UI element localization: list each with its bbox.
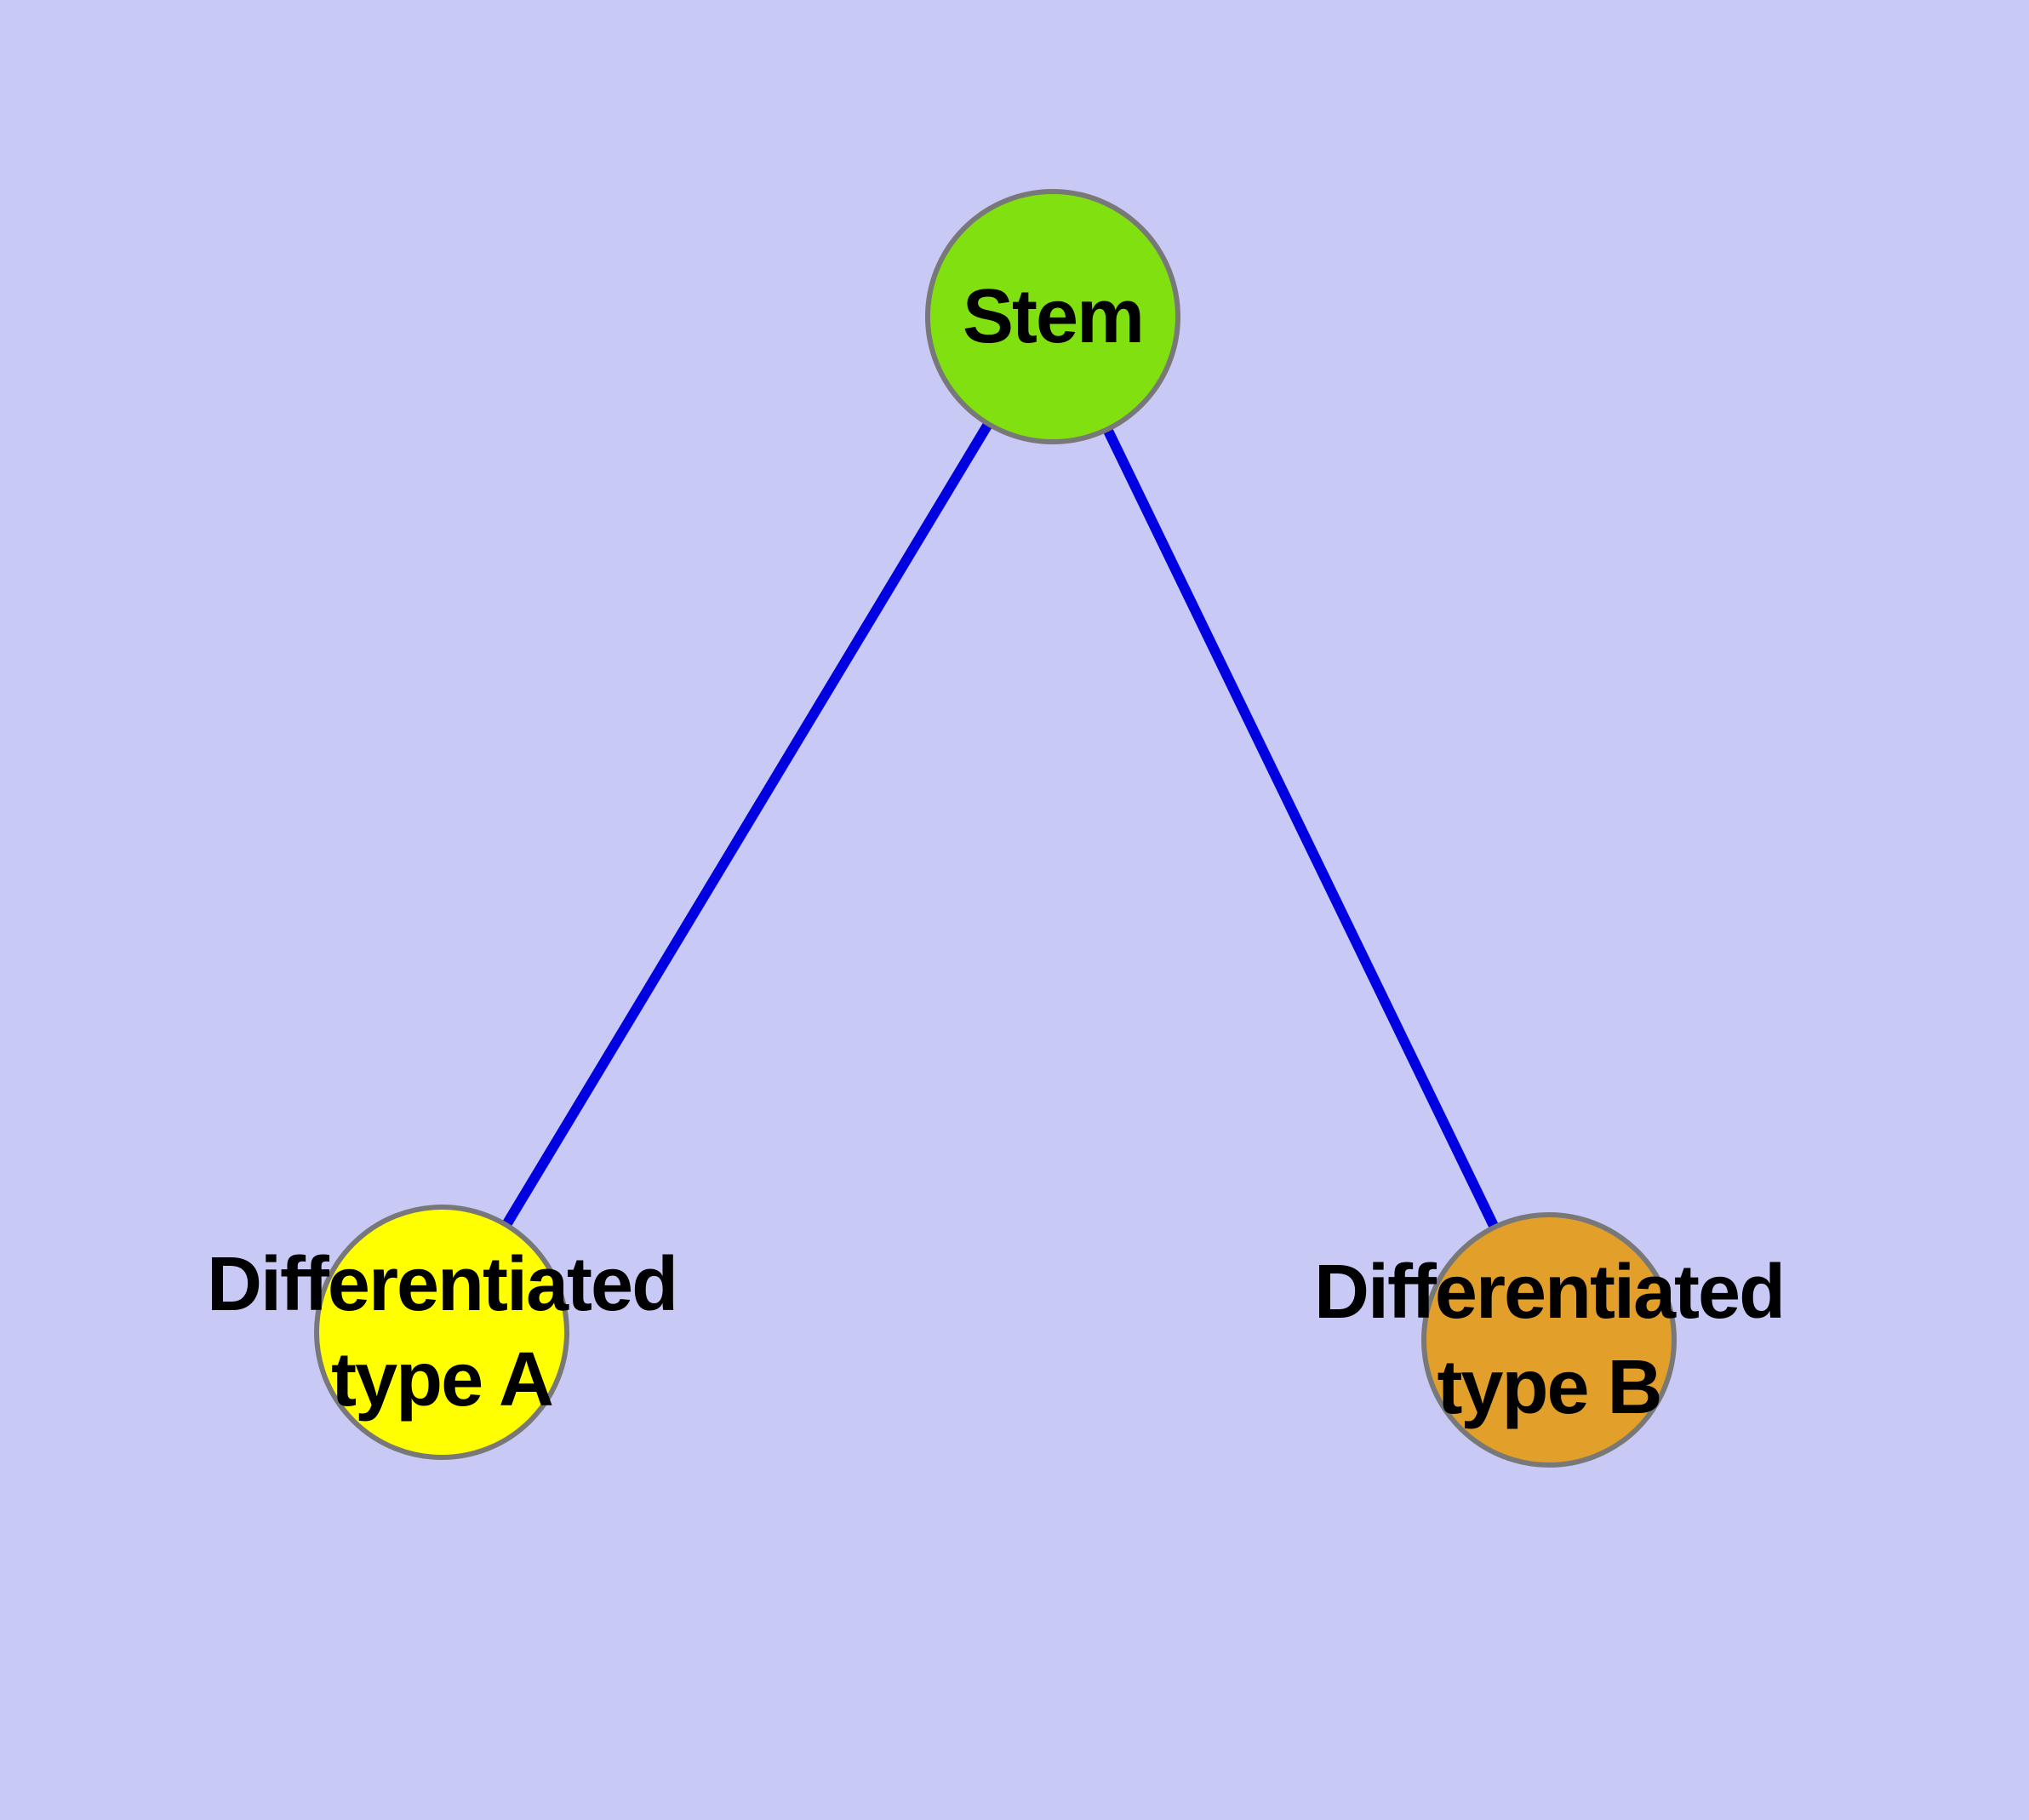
edge-stem-to-type-b[interactable] [1048,314,1554,1342]
edge-stem-to-type-a[interactable] [437,313,1058,1336]
node-differentiated-type-b[interactable]: Differentiated type B [1314,1212,1786,1468]
node-differentiated-type-b-label-line2: type B [1437,1345,1662,1430]
node-differentiated-type-b-label: Differentiated type B [1313,1245,1786,1435]
node-differentiated-type-a[interactable]: Differentiated type A [207,1205,678,1460]
node-differentiated-type-a-label-line2: type A [331,1337,554,1422]
node-differentiated-type-a-label-line1: Differentiated [206,1242,678,1327]
node-differentiated-type-b-label-line1: Differentiated [1313,1250,1786,1335]
node-stem-label: Stem [962,269,1145,364]
node-stem-label-line: Stem [962,274,1145,359]
node-stem[interactable]: Stem [925,189,1180,444]
node-differentiated-type-a-label: Differentiated type A [206,1237,678,1428]
